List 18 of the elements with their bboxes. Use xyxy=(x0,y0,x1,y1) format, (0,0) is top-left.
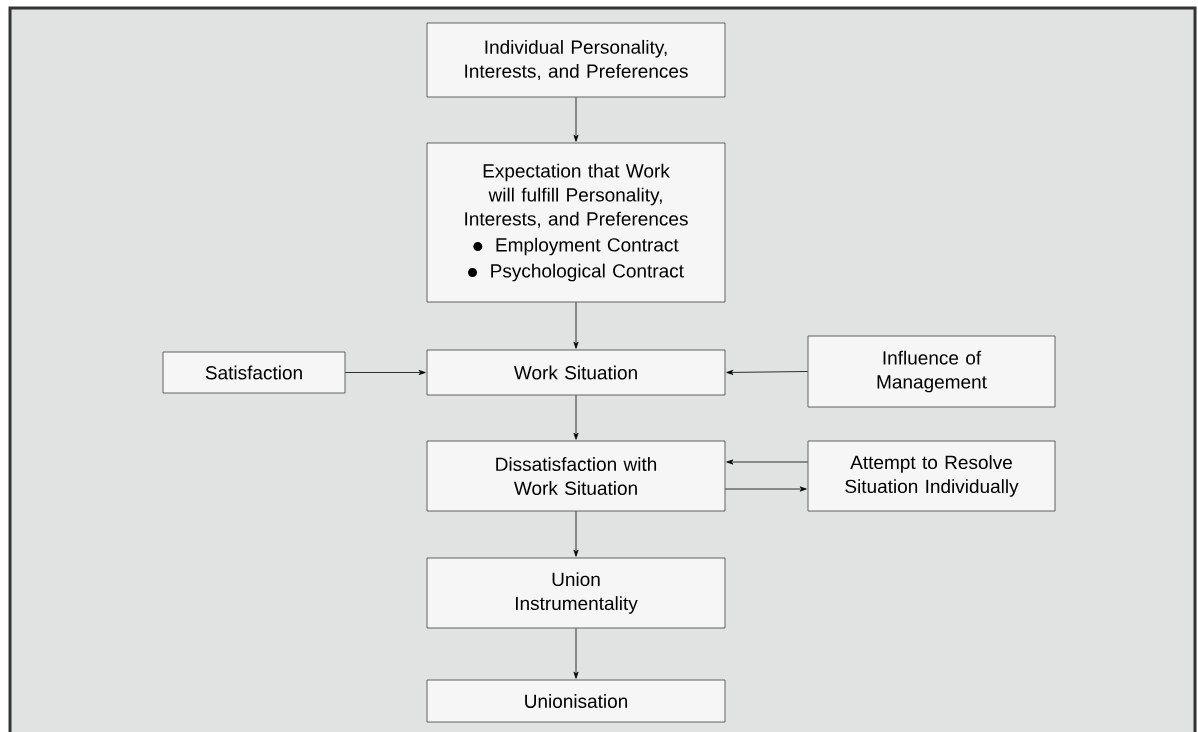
process-box: Union Instrumentality xyxy=(426,557,726,629)
arrow xyxy=(573,302,579,349)
arrow xyxy=(725,486,807,492)
process-box: Satisfaction xyxy=(162,351,346,394)
arrow xyxy=(573,395,579,440)
process-box: Attempt to Resolve Situation Individually xyxy=(807,440,1056,512)
arrow xyxy=(573,511,579,557)
arrow xyxy=(345,370,426,376)
process-box: Individual Personality, Interests, and Preferences xyxy=(426,22,726,98)
process-box: Dissatisfaction with Work Situation xyxy=(426,440,726,512)
process-box: Unionisation xyxy=(426,679,726,723)
arrow xyxy=(573,628,579,679)
arrow xyxy=(726,459,808,465)
process-box: Expectation that Work will fulfill Personality, Interests, and Preferences Employment Contract Psychological Contract xyxy=(426,142,726,303)
arrow xyxy=(726,369,808,375)
process-box: Work Situation xyxy=(426,349,726,396)
arrow xyxy=(573,97,579,142)
process-box: Influence of Management xyxy=(807,335,1056,408)
